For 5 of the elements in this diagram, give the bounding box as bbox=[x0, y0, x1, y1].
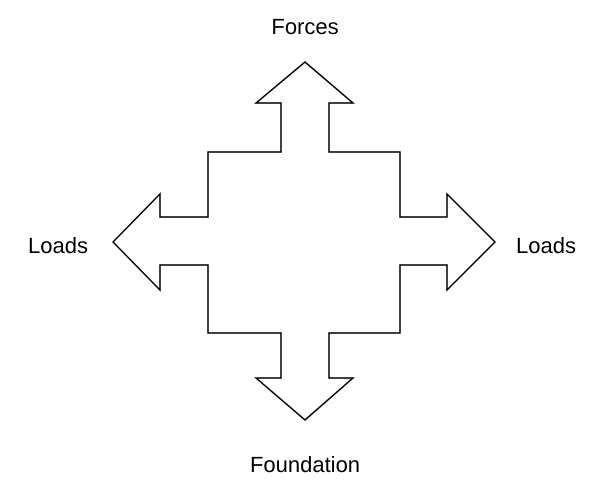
arrow-label: Forces bbox=[271, 14, 339, 40]
arrow-label: Loads bbox=[28, 233, 88, 259]
four-way-arrow bbox=[112, 61, 496, 421]
arrow-label: Loads bbox=[516, 233, 576, 259]
arrow-label: Foundation bbox=[250, 452, 360, 478]
